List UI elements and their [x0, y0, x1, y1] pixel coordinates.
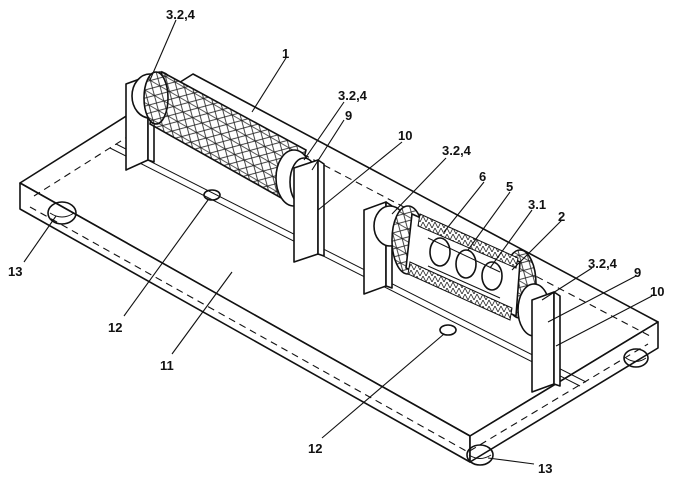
label-11: 11: [160, 358, 174, 373]
reference-labels: 3.2,4 1 3.2,4 9 10 3.2,4 6 5 3.1 2 3.2,4…: [8, 7, 664, 476]
label-9-b: 9: [634, 265, 641, 280]
label-1: 1: [282, 46, 289, 61]
mounting-hole-left: [47, 201, 77, 225]
label-3-2-4-a: 3.2,4: [166, 7, 196, 22]
label-3-1: 3.1: [528, 197, 546, 212]
label-2: 2: [558, 209, 565, 224]
mounting-hole-right-front: [466, 444, 494, 466]
mounting-hole-right-back: [623, 348, 649, 368]
label-12-b: 12: [308, 441, 322, 456]
label-12-a: 12: [108, 320, 122, 335]
leader-lines: [23, 19, 653, 465]
label-13-b: 13: [538, 461, 552, 476]
label-3-2-4-b: 3.2,4: [338, 88, 368, 103]
label-13-a: 13: [8, 264, 22, 279]
label-5: 5: [506, 179, 513, 194]
center-hole-right: [439, 324, 457, 336]
label-3-2-4-c: 3.2,4: [442, 143, 472, 158]
label-10-a: 10: [398, 128, 412, 143]
base-plate: [19, 73, 659, 463]
center-hole-left: [203, 189, 221, 201]
label-6: 6: [479, 169, 486, 184]
left-roller-assembly: [125, 70, 325, 263]
right-roller-assembly: [363, 201, 561, 393]
label-9-a: 9: [345, 108, 352, 123]
label-10-b: 10: [650, 284, 664, 299]
label-3-2-4-d: 3.2,4: [588, 256, 618, 271]
